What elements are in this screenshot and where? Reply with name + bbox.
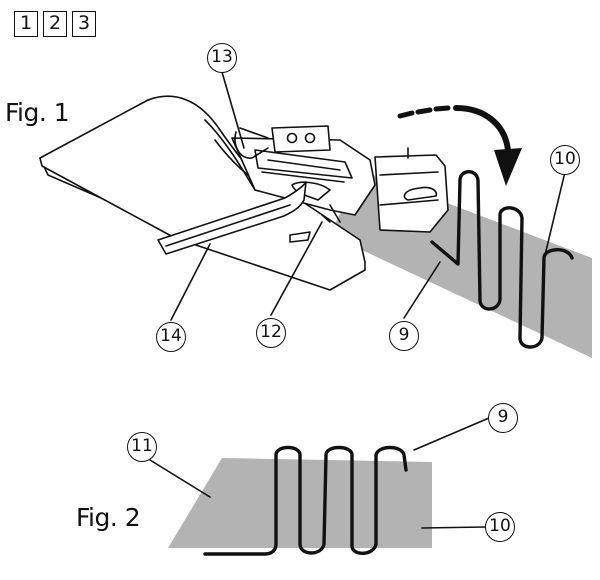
fig1-callout-13: 13 [207, 43, 237, 73]
fig2-callout-10: 10 [485, 512, 515, 542]
fig2-zigzag-thread [203, 445, 408, 556]
fig1-label: Fig. 1 [5, 98, 70, 127]
box-number-1: 1 [14, 11, 38, 37]
box-number-2: 2 [43, 11, 67, 37]
fig2-label: Fig. 2 [76, 503, 141, 532]
fig2-callout-11: 11 [127, 432, 157, 462]
fig1-callout-10: 10 [550, 145, 580, 175]
fig1-callout-12: 12 [256, 318, 286, 348]
fig1-callout-9: 9 [389, 321, 419, 351]
box-number-3: 3 [72, 11, 96, 37]
fig1-zigzag-thread [430, 170, 574, 349]
fig1-motion-arrow [397, 105, 522, 186]
fig1-callout-14: 14 [156, 322, 186, 352]
fig2-callout-9: 9 [488, 403, 518, 433]
